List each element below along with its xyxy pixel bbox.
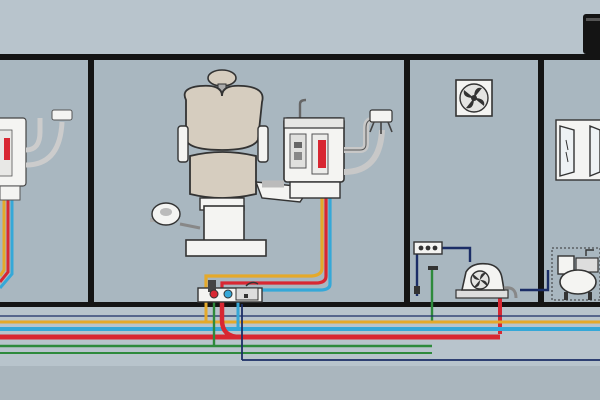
floor-slab xyxy=(0,302,600,307)
valve-box-icon xyxy=(413,241,443,294)
partition-wall-3 xyxy=(538,54,544,306)
supply-drops-main xyxy=(204,198,332,300)
roof-tank-icon xyxy=(583,14,600,54)
main-pipe-runs xyxy=(0,315,600,361)
air-compressor-icon xyxy=(551,247,600,301)
dental-unit-icon xyxy=(262,98,393,199)
manifold-connections xyxy=(204,300,243,360)
partition-wall-2 xyxy=(404,54,410,306)
dental-chair-icon xyxy=(150,69,305,257)
building-walls xyxy=(0,54,600,307)
dental-unit-icon xyxy=(0,109,73,201)
ventilation-fan-icon xyxy=(455,79,493,117)
manifold-icon xyxy=(197,280,263,303)
partition-wall-1 xyxy=(88,54,94,306)
supply-drops-left xyxy=(0,200,14,289)
ground-area xyxy=(0,366,600,400)
window-icon xyxy=(555,119,600,181)
suction-motor-icon xyxy=(455,262,518,299)
ceiling-wall xyxy=(0,54,600,60)
